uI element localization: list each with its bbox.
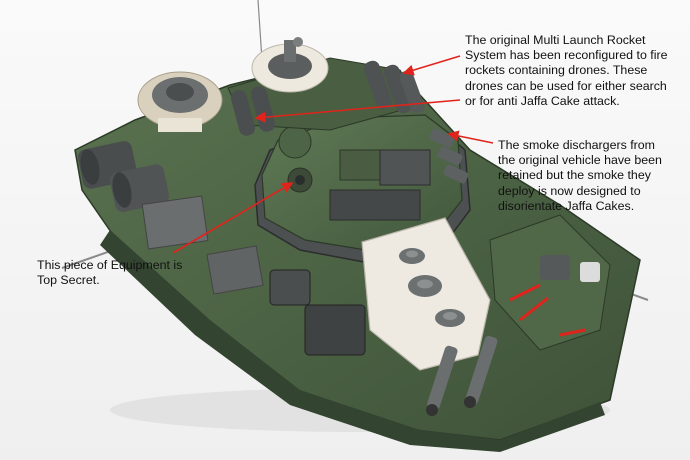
fuel-drums <box>77 141 170 212</box>
right-side-plate <box>489 214 611 351</box>
annotation-top-secret: This piece of Equipment is Top Secret. <box>37 258 183 288</box>
turret-details <box>278 125 431 221</box>
smoke-dischargers <box>429 128 469 184</box>
annotation-smoke-dischargers: The smoke dischargers from the original … <box>498 138 662 213</box>
arrow-smoke <box>447 130 494 144</box>
front-guns <box>426 335 498 416</box>
arrow-secret <box>172 182 294 254</box>
track-skirt <box>100 230 605 452</box>
arrow-mlrs-1 <box>402 55 461 76</box>
white-front-module <box>361 217 491 371</box>
arrow-mlrs-2 <box>254 99 461 123</box>
radar-dish-top <box>251 37 329 93</box>
stowage-boxes <box>141 195 366 356</box>
antenna-rod <box>257 0 263 61</box>
annotation-mlrs: The original Multi Launch Rocket System … <box>465 33 668 108</box>
fan-assembly <box>137 71 223 132</box>
